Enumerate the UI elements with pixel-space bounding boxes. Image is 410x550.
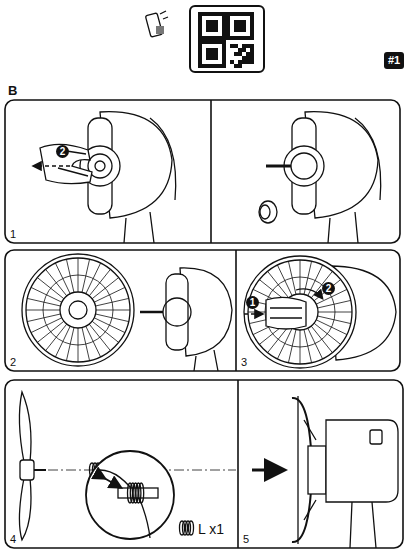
hand	[40, 144, 92, 183]
callout-number: 2	[322, 282, 335, 295]
qr-module	[238, 52, 242, 56]
phone-icon	[145, 11, 168, 37]
qr-finder	[202, 44, 222, 64]
pull-arrow	[34, 165, 70, 166]
qr-module	[234, 64, 238, 68]
quantity-label: L x1	[198, 522, 224, 536]
shaft-detail	[100, 470, 158, 538]
page-badge: #1	[384, 52, 404, 69]
assembled-fan	[292, 396, 398, 548]
spring	[180, 521, 194, 535]
step-number: 2	[10, 356, 16, 368]
qr-finder	[230, 16, 250, 36]
rear-guard	[244, 256, 356, 368]
qr-module	[246, 52, 250, 56]
qr-module	[234, 52, 238, 56]
guard-nut	[259, 201, 277, 223]
panel-frame	[5, 380, 403, 548]
callout-number: 1	[246, 296, 259, 309]
panel-frame	[5, 100, 400, 243]
qr-finder	[198, 12, 226, 40]
step-number: 1	[10, 228, 16, 240]
push-arrow	[244, 313, 262, 314]
qr-finder	[206, 20, 218, 32]
guard-ring	[265, 277, 335, 347]
rear-guard	[22, 254, 134, 366]
motor-housing	[266, 112, 381, 243]
qr-module	[242, 60, 246, 64]
panel-frame	[5, 250, 400, 371]
qr-module	[246, 60, 250, 64]
qr-module	[242, 56, 246, 60]
qr-code	[198, 12, 254, 68]
qr-module	[238, 48, 242, 52]
qr-module	[250, 52, 254, 56]
qr-module	[238, 64, 242, 68]
qr-finder	[226, 12, 254, 40]
step-panel: 1	[5, 100, 400, 243]
qr-module	[250, 48, 254, 52]
qr-module	[246, 56, 250, 60]
qr-module	[242, 48, 246, 52]
qr-module	[242, 44, 246, 48]
guard-ring	[43, 275, 113, 345]
detail-zoom	[86, 451, 174, 539]
section-letter: B	[8, 84, 17, 97]
guard-wire	[314, 280, 341, 301]
qr-module	[250, 60, 254, 64]
qr-module	[230, 44, 234, 48]
qr-module	[250, 44, 254, 48]
qr-frame	[190, 6, 264, 72]
place-arrow	[104, 478, 120, 487]
hand	[266, 297, 306, 329]
step-number: 3	[241, 356, 247, 368]
step-number: 5	[243, 533, 249, 545]
qr-module	[230, 60, 234, 64]
turn-arrow	[296, 289, 322, 298]
qr-finder	[198, 40, 226, 68]
push-arrow	[252, 469, 282, 472]
qr-finder	[206, 48, 218, 60]
step-panel: 3	[236, 250, 400, 371]
callout-number: 2	[56, 145, 69, 158]
spring-coil	[139, 483, 144, 503]
step-panel: 2	[5, 250, 236, 371]
qr-module	[246, 44, 250, 48]
qr-finder	[234, 20, 246, 32]
qr-finder	[202, 16, 222, 36]
motor-housing	[140, 268, 232, 371]
step-panel: 5	[238, 380, 403, 548]
fan-blade	[19, 392, 46, 540]
step-number: 4	[10, 533, 16, 545]
qr-module	[238, 60, 242, 64]
spring-coil	[189, 521, 194, 535]
qr-module	[234, 44, 238, 48]
qr-module	[250, 56, 254, 60]
motor-housing	[80, 112, 176, 243]
